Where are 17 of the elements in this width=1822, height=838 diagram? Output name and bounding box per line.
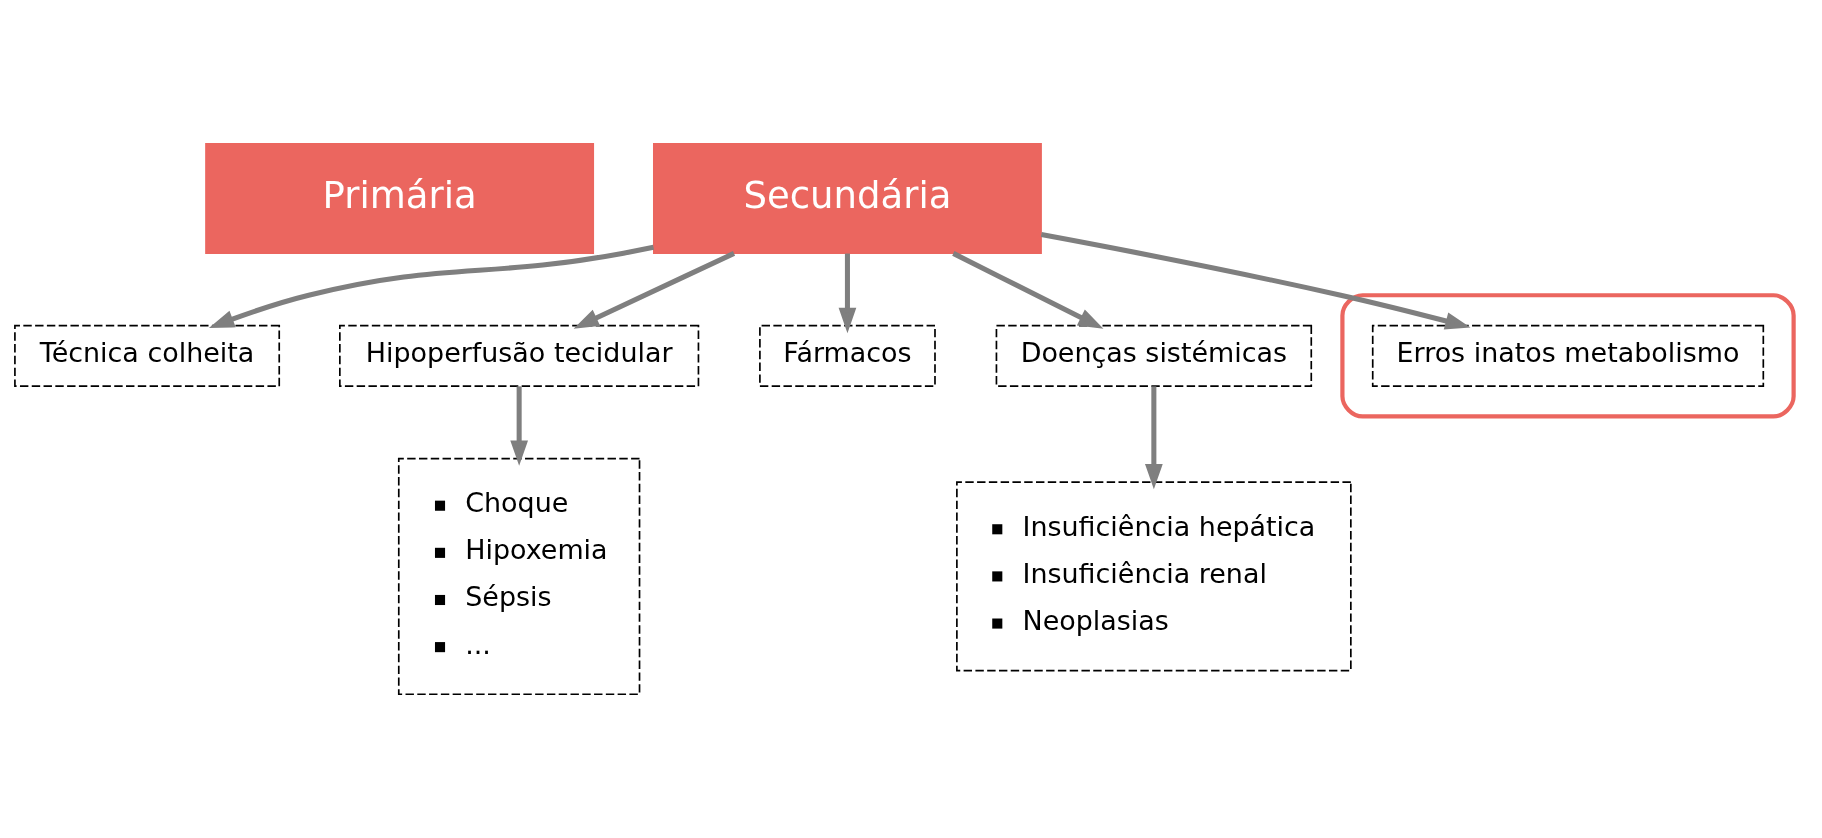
node-box: Primária [205, 142, 595, 254]
node-box: Hipoperfusão tecidular [339, 324, 700, 387]
node-box: Choque Hipoxemia Sépsis ... [397, 457, 641, 696]
node-box: Fármacos [759, 324, 936, 387]
cluster [1340, 293, 1796, 419]
node-box: Insuficiência hepática Insuficiência renal Neoplasias [956, 481, 1352, 672]
arrow [952, 251, 1104, 329]
arrow [1040, 232, 1471, 330]
node-box: Erros inatos metabolismo [1371, 324, 1765, 387]
arrow [510, 386, 528, 466]
arrow [1145, 386, 1163, 490]
arrow [573, 251, 736, 329]
arrow [208, 244, 654, 328]
arrow [838, 253, 857, 334]
node-box: Secundária [653, 142, 1042, 254]
node-box: Técnica colheita [14, 324, 281, 387]
node-box: Doenças sistémicas [995, 324, 1313, 387]
